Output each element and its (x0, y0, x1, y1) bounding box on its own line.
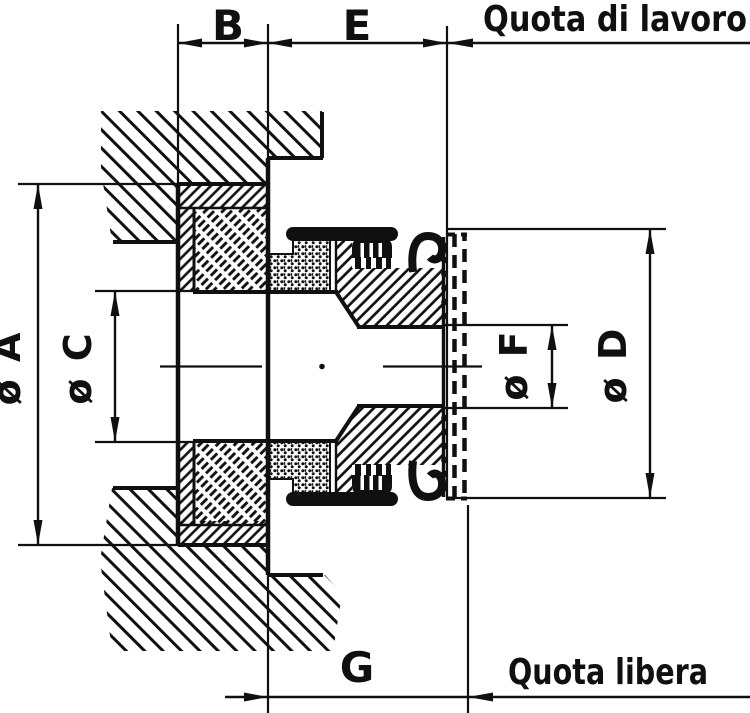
dim-label-b: B (212, 1, 244, 50)
spring-bottom (352, 464, 392, 494)
dimension-lines (33, 38, 750, 702)
housing-section (100, 111, 342, 651)
seal-metal-bottom (336, 406, 445, 492)
dia-label-d: ø D (591, 327, 635, 404)
spring-top (352, 239, 392, 269)
bellows-curl-top (408, 231, 447, 273)
dia-label-f: ø F (492, 329, 536, 400)
rubber-band-bottom (286, 492, 398, 506)
dia-label-a: ø A (0, 331, 29, 406)
extension-lines (18, 24, 666, 713)
dim-label-g: G (340, 643, 374, 692)
free-dimension-label: Quota libera (508, 652, 708, 693)
working-dimension-label: Quota di lavoro (483, 0, 747, 40)
seal-metal-top (336, 241, 445, 327)
bellows-curl-bottom (408, 460, 447, 502)
dia-label-c: ø C (56, 331, 100, 404)
dim-label-e: E (343, 1, 372, 50)
centerline (160, 363, 482, 370)
rubber-band-top (286, 227, 398, 241)
flange-bushing-section (175, 182, 338, 547)
